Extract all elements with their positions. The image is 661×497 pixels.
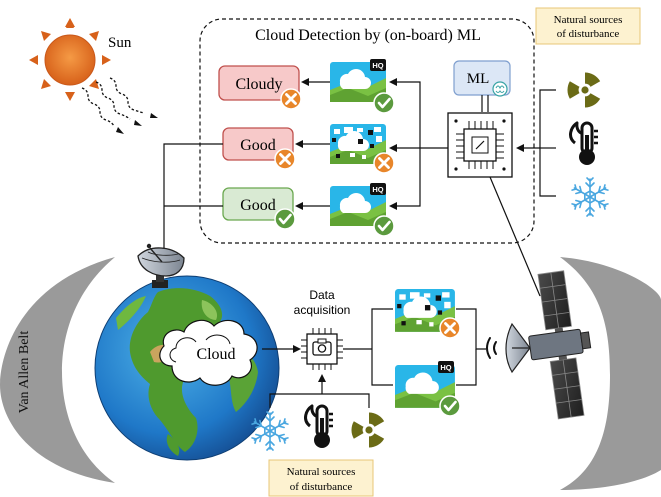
brain-icon <box>492 81 508 97</box>
cross-icon <box>372 151 396 175</box>
result-good-ok: Good <box>222 187 297 231</box>
sun-label: Sun <box>108 35 132 51</box>
cross-icon <box>438 316 462 340</box>
signal-waves <box>486 337 497 359</box>
ground-to-results-lines <box>163 143 223 248</box>
acquired-image-noisy <box>395 289 462 340</box>
check-icon <box>438 394 462 418</box>
natural-sources-box-top <box>535 7 641 45</box>
ml-chip-icon <box>447 112 513 178</box>
result-label-2: Good <box>240 137 276 154</box>
data-acquisition-line2: acquisition <box>294 303 351 317</box>
ml-image-2 <box>330 124 396 175</box>
cloud-shape <box>159 319 258 386</box>
sun-radiation-arrows <box>81 77 145 127</box>
top-disturbance-bracket <box>516 89 556 197</box>
van-allen-belt-right <box>560 257 661 490</box>
ground-antenna-icon <box>137 243 185 288</box>
natural-sources-top-line2: of disturbance <box>557 28 620 40</box>
ml-image-1: HQ <box>330 59 396 115</box>
check-icon <box>273 207 297 231</box>
sun-arrow-heads <box>116 113 158 134</box>
svg-text:HQ: HQ <box>372 185 383 194</box>
bottom-disturbance-bracket <box>269 374 370 408</box>
radiation-icon <box>346 408 385 448</box>
belt-label: Van Allen Belt <box>17 331 32 414</box>
check-icon <box>372 91 396 115</box>
ml-label: ML <box>467 71 490 87</box>
svg-text:HQ: HQ <box>440 363 451 372</box>
ml-panel-title: Cloud Detection by (on-board) ML <box>255 27 481 44</box>
check-icon <box>372 214 396 238</box>
result-good-bad: Good <box>222 127 297 171</box>
natural-sources-bottom-line1: Natural sources <box>287 466 356 478</box>
data-acquisition-line1: Data <box>309 288 335 302</box>
snowflake-icon <box>572 178 609 216</box>
ml-panel <box>199 18 535 244</box>
svg-text:HQ: HQ <box>372 61 383 70</box>
ml-box: ML <box>453 60 511 97</box>
result-label-1: Cloudy <box>235 76 282 93</box>
chip-to-images-lines <box>343 308 486 386</box>
ml-image-3: HQ <box>330 183 396 238</box>
cross-icon <box>279 87 303 111</box>
sun-icon <box>29 18 111 101</box>
result-cloudy: Cloudy <box>218 65 303 111</box>
result-label-3: Good <box>240 197 276 214</box>
thumb-to-result-arrows <box>295 78 330 210</box>
cloud-label: Cloud <box>196 346 235 363</box>
natural-sources-bottom-line2: of disturbance <box>290 481 353 493</box>
thermometer-icon <box>304 404 335 450</box>
natural-sources-box-bottom <box>268 459 374 497</box>
chip-to-thumb-arrows <box>389 78 448 210</box>
thermometer-icon <box>569 121 600 167</box>
van-allen-belt-left <box>0 257 115 483</box>
natural-sources-top-line1: Natural sources <box>554 14 623 26</box>
camera-chip-icon <box>301 328 343 370</box>
satellite-icon <box>486 176 592 420</box>
acquired-image-clear: HQ <box>395 361 462 418</box>
radiation-icon <box>562 68 601 108</box>
cross-icon <box>273 147 297 171</box>
